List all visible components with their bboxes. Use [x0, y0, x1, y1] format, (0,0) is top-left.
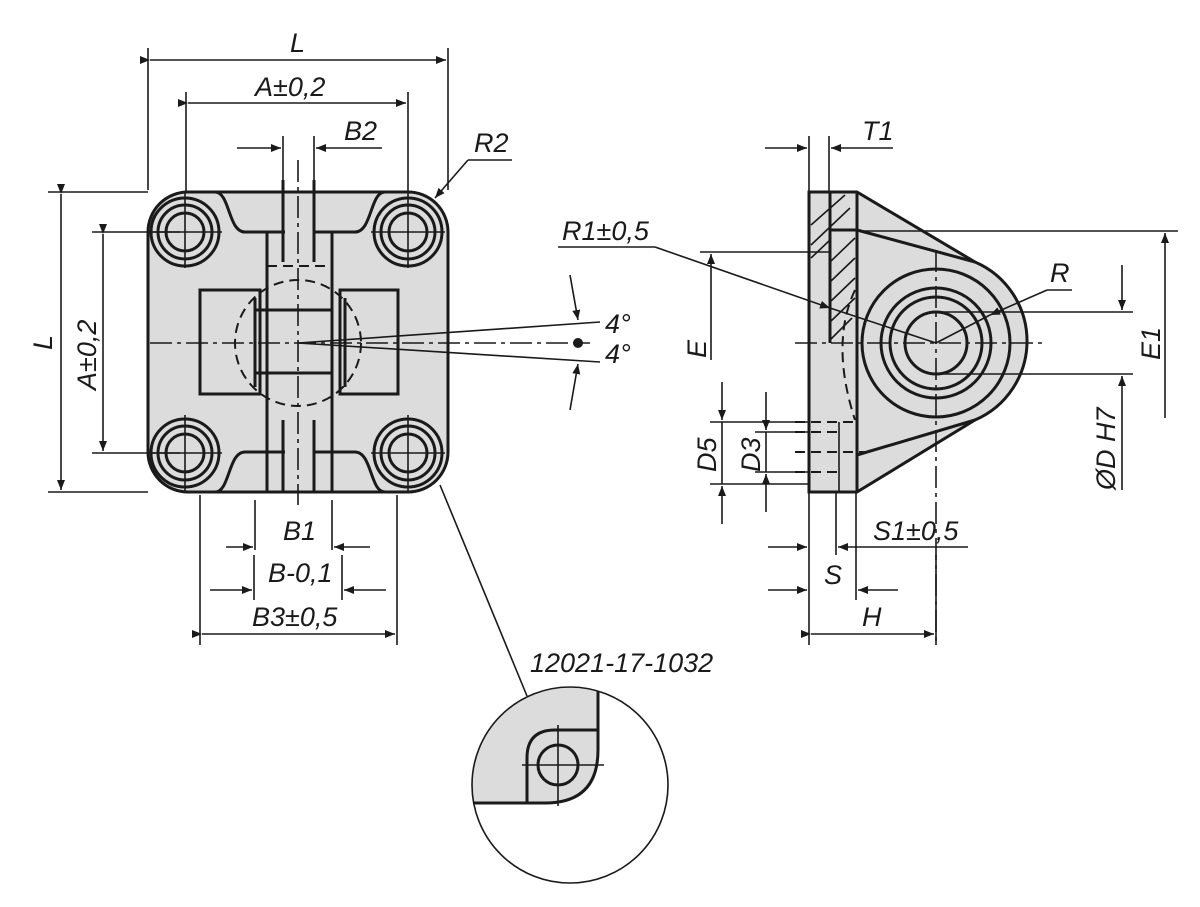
mounting-hole-top-right — [371, 192, 445, 268]
label-B3: B3±0,5 — [252, 602, 338, 632]
plate-top-contour — [214, 190, 386, 234]
dim-A-side — [92, 224, 180, 454]
section-hatch — [810, 194, 856, 341]
dim-S1 — [768, 492, 968, 645]
dim-B2 — [237, 136, 382, 190]
label-S: S — [824, 560, 842, 590]
detail-view: 12021-17-1032 — [471, 648, 713, 884]
side-view: T1 R1±0,5 R E E1 ØD H7 — [558, 116, 1178, 645]
label-B2: B2 — [344, 116, 377, 146]
dim-L-side — [48, 184, 148, 493]
front-view: L A±0,2 B2 R2 L — [28, 28, 631, 697]
label-H: H — [862, 602, 882, 632]
label-B1: B1 — [283, 516, 316, 546]
dim-H — [801, 555, 937, 645]
dim-D3 — [755, 392, 809, 512]
label-L-side: L — [28, 335, 58, 350]
dim-B — [210, 555, 386, 600]
dim-angle — [569, 274, 583, 411]
label-E1: E1 — [1136, 327, 1166, 360]
label-R2: R2 — [474, 128, 509, 158]
label-angle-upper: 4° — [605, 309, 631, 339]
dim-B3 — [192, 495, 398, 645]
dim-L-top — [140, 48, 449, 190]
label-D5: D5 — [692, 437, 722, 472]
label-R: R — [1050, 258, 1070, 288]
label-D-H7: ØD H7 — [1091, 407, 1121, 492]
bracket-body — [807, 190, 1029, 494]
dim-E — [700, 251, 809, 360]
dim-E1 — [857, 230, 1178, 418]
label-T1: T1 — [862, 116, 894, 146]
label-E: E — [682, 339, 712, 358]
label-R1: R1±0,5 — [562, 216, 650, 246]
dim-B1 — [226, 500, 370, 551]
label-D3: D3 — [736, 437, 766, 472]
label-A-top: A±0,2 — [253, 72, 325, 102]
label-S1: S1±0,5 — [873, 516, 959, 546]
dim-A-top — [178, 92, 409, 192]
dim-D5 — [710, 382, 809, 524]
detail-reference: 12021-17-1032 — [530, 648, 713, 678]
plate-bottom-contour — [214, 450, 386, 494]
label-L-top: L — [290, 28, 305, 58]
label-angle-lower: 4° — [605, 339, 631, 369]
dim-S — [768, 492, 898, 600]
dim-T1 — [765, 136, 893, 192]
label-B: B-0,1 — [268, 558, 333, 588]
dim-D-H7 — [936, 265, 1133, 490]
label-A-side: A±0,2 — [72, 320, 102, 392]
mounting-hole-bottom-right — [371, 415, 445, 492]
